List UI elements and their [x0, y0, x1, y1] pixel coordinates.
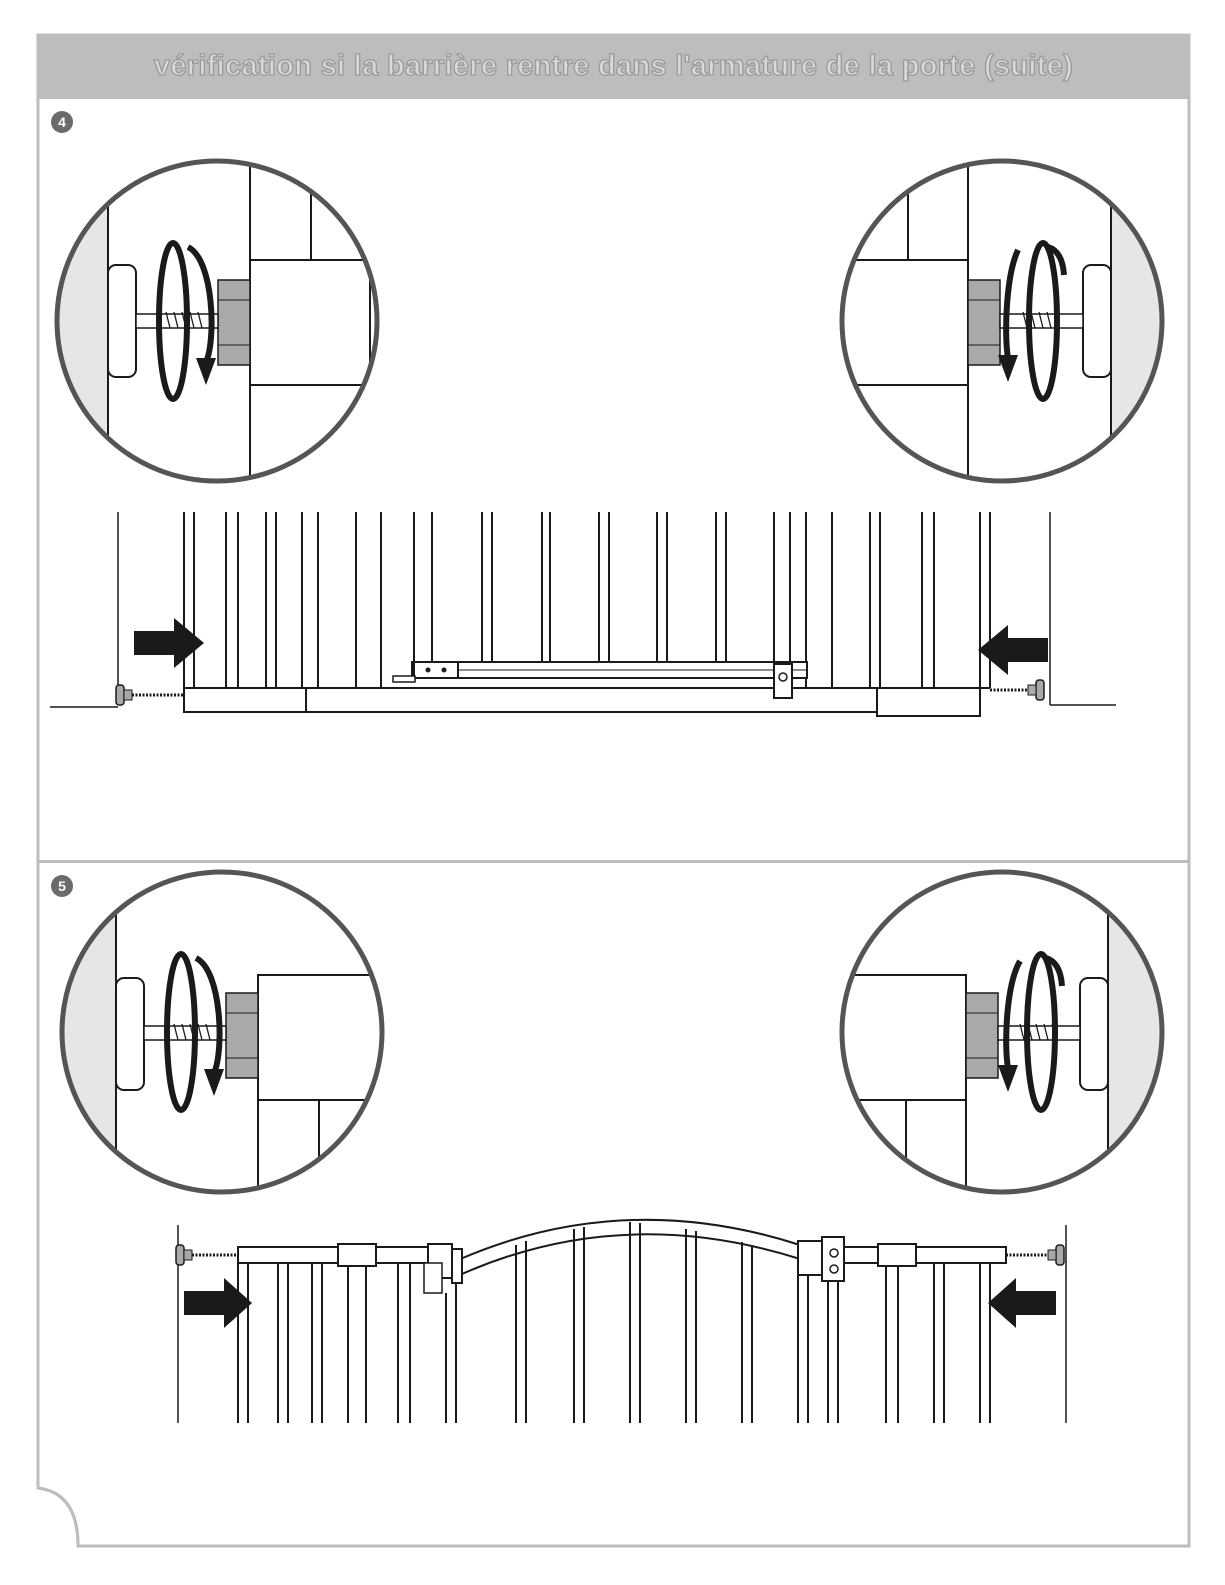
push-arrow-icon: [978, 625, 1048, 675]
section-header: vérification si la barrière rentre dans …: [37, 34, 1190, 99]
push-arrow-icon: [184, 1278, 252, 1328]
rotate-arrow-icon: [998, 243, 1064, 399]
push-arrow-icon: [988, 1278, 1056, 1328]
detail-circle-right: [838, 863, 1190, 1263]
step-5-panel: [38, 863, 1190, 1543]
detail-circle-left: [38, 100, 377, 600]
step-4-panel: [38, 100, 1190, 860]
rotate-arrow-icon: [998, 954, 1062, 1110]
page-title: vérification si la barrière rentre dans …: [154, 50, 1073, 83]
gate-illustration-step-5: [176, 1220, 1066, 1423]
detail-circle-left: [38, 863, 383, 1263]
gate-illustration-step-4: [50, 512, 1116, 716]
detail-circle-right: [828, 100, 1190, 600]
